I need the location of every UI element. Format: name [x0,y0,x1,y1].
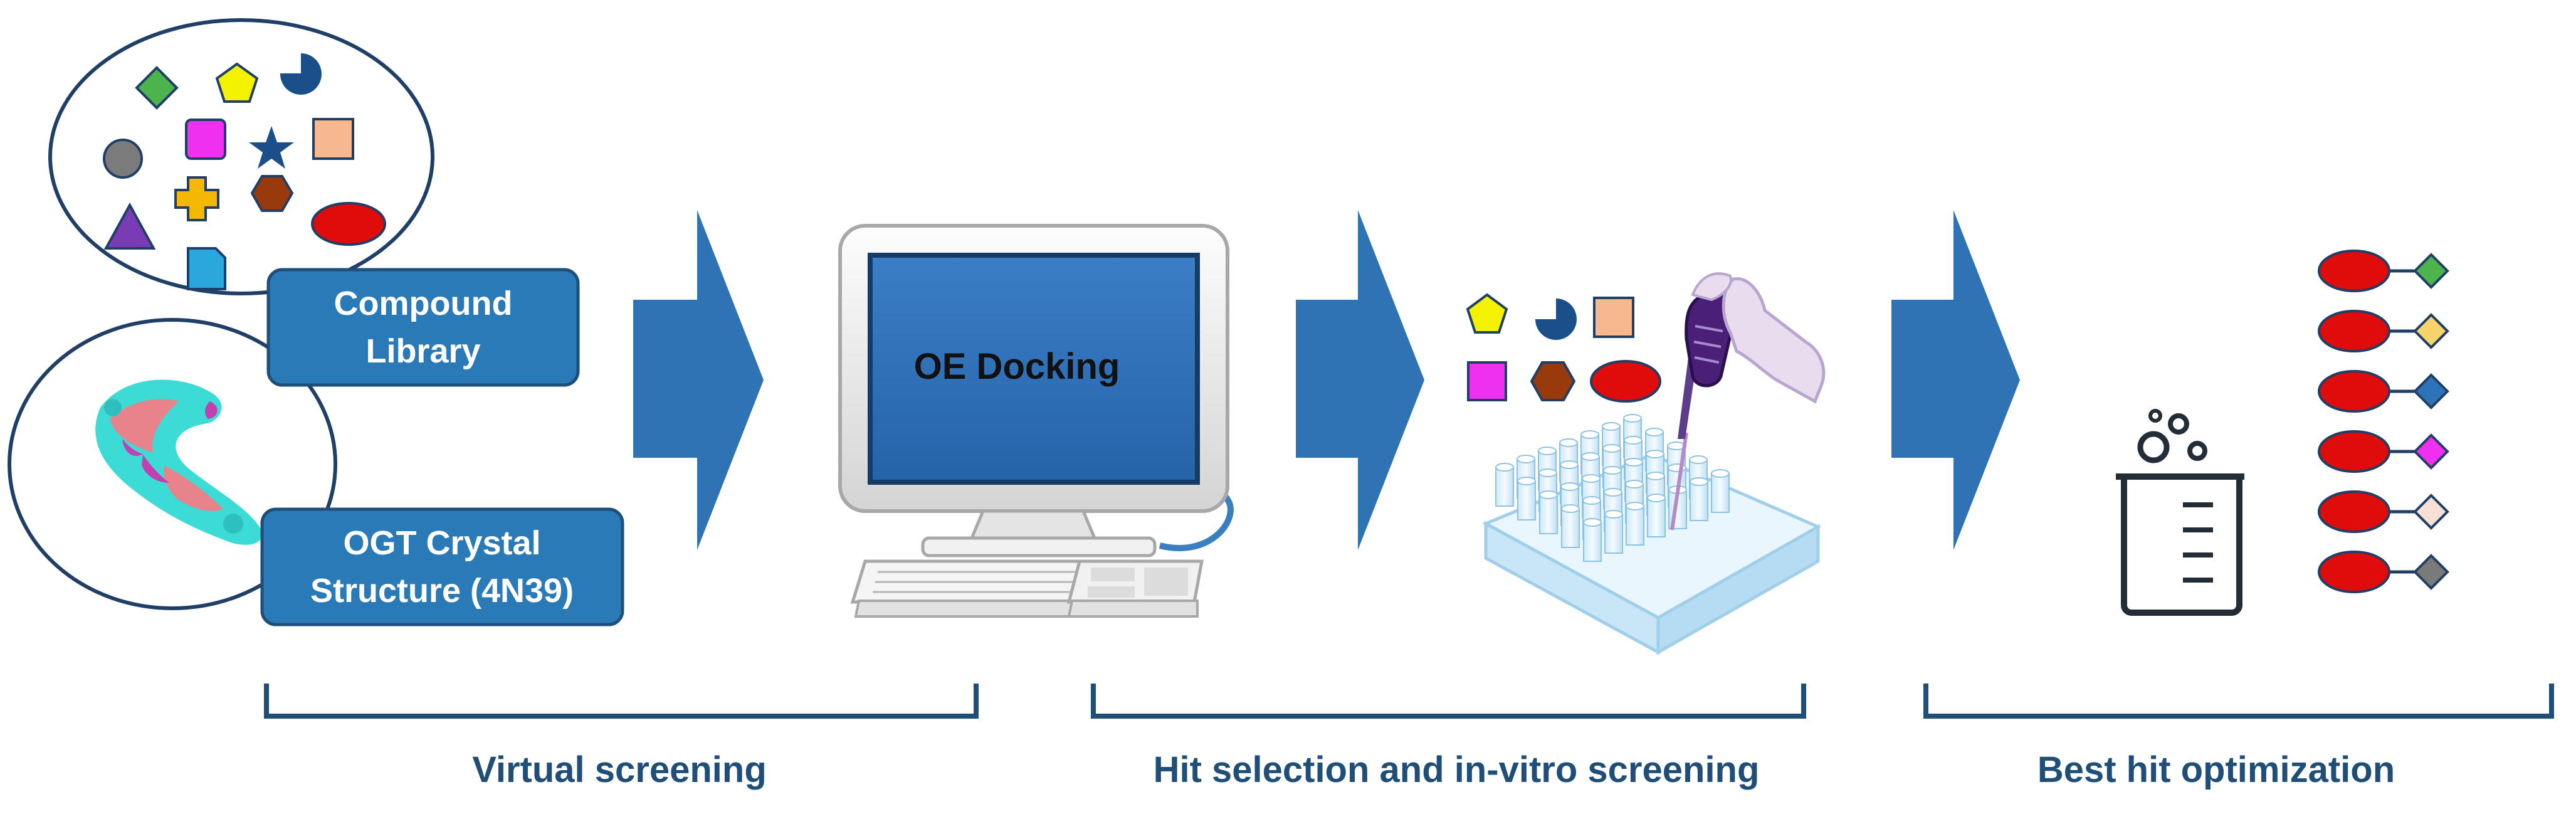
stage2-bracket [1091,684,1806,719]
circle-icon [103,139,143,179]
well-tube [1690,477,1708,521]
diamond-icon [2413,554,2449,590]
star-icon [249,126,294,169]
compound-library-label-2: Library [365,332,480,370]
well-tube [1583,518,1602,562]
optimized-hit-row [2318,551,2449,593]
oval-icon [2318,430,2390,473]
pipette-icon [1670,272,1826,531]
optimized-hit-row [2318,490,2449,533]
stage2-caption: Hit selection and in-vitro screening [1154,749,1760,790]
stage1-bracket [264,684,979,719]
well-tube [1711,469,1730,513]
optimized-hit-row [2318,310,2449,352]
square-icon [185,119,226,160]
protein-structure-cloud [8,318,337,610]
hexagon-icon [250,175,294,212]
well-tube [1517,477,1536,520]
compound-library-cloud [48,18,434,295]
monitor-screen [868,253,1200,485]
stage3-bracket [1923,684,2554,719]
stage3-caption: Best hit optimization [2037,749,2395,790]
diamond-icon [2413,433,2449,470]
well-tube [1495,463,1514,507]
square-icon [1593,297,1634,338]
well-tube [1604,510,1623,554]
compound-library-box: Compound Library [266,268,580,387]
oval-icon [2318,310,2390,352]
compound-library-label-1: Compound [334,285,513,322]
pentagon-icon [1466,293,1508,334]
computer-icon: OE Docking [838,224,1234,618]
arrow-right-icon [1891,210,2020,550]
ogt-label-2: Structure (4N39) [310,572,574,610]
protein-surface-image [95,379,262,545]
stage1-caption: Virtual screening [472,749,767,790]
oval-icon [1590,360,1661,403]
beaker-icon [2116,409,2244,616]
optimized-hit-row [2318,430,2449,473]
diamond-icon [135,66,179,110]
well-tube [1647,494,1666,537]
tag-icon [187,247,226,290]
optimized-hit-row [2318,250,2449,292]
hexagon-icon [1530,361,1576,401]
monitor-label: OE Docking [914,346,1120,387]
pentagon-icon [215,62,259,103]
keyboard-icon [850,559,1204,618]
well-tube [1626,502,1644,546]
diamond-icon [2413,494,2449,530]
well-tube [1561,504,1580,548]
oval-icon [2318,490,2390,533]
hit-compounds [1466,293,1661,403]
diamond-icon [2413,373,2449,410]
microplate-icon [1482,414,1822,655]
well-tube [1539,490,1558,534]
pacman-icon [1535,299,1577,340]
glove-hand [1722,277,1826,404]
square-icon [1467,361,1507,401]
pacman-icon [280,53,322,95]
ogt-label-1: OGT Crystal [343,524,540,562]
oval-icon [2318,551,2390,593]
ogt-structure-box: OGT Crystal Structure (4N39) [260,507,624,626]
arrow-right-icon [633,210,764,550]
diamond-icon [2413,253,2449,289]
oval-icon [311,202,386,246]
oval-icon [2318,370,2390,413]
oval-icon [2318,250,2390,292]
arrow-right-icon [1296,210,1424,550]
optimized-hits [2318,250,2449,593]
triangle-icon [103,202,156,250]
diamond-icon [2413,313,2449,349]
square-icon [312,118,354,160]
well-grid [1495,414,1730,562]
optimized-hit-row [2318,370,2449,413]
plus-icon [174,176,219,221]
